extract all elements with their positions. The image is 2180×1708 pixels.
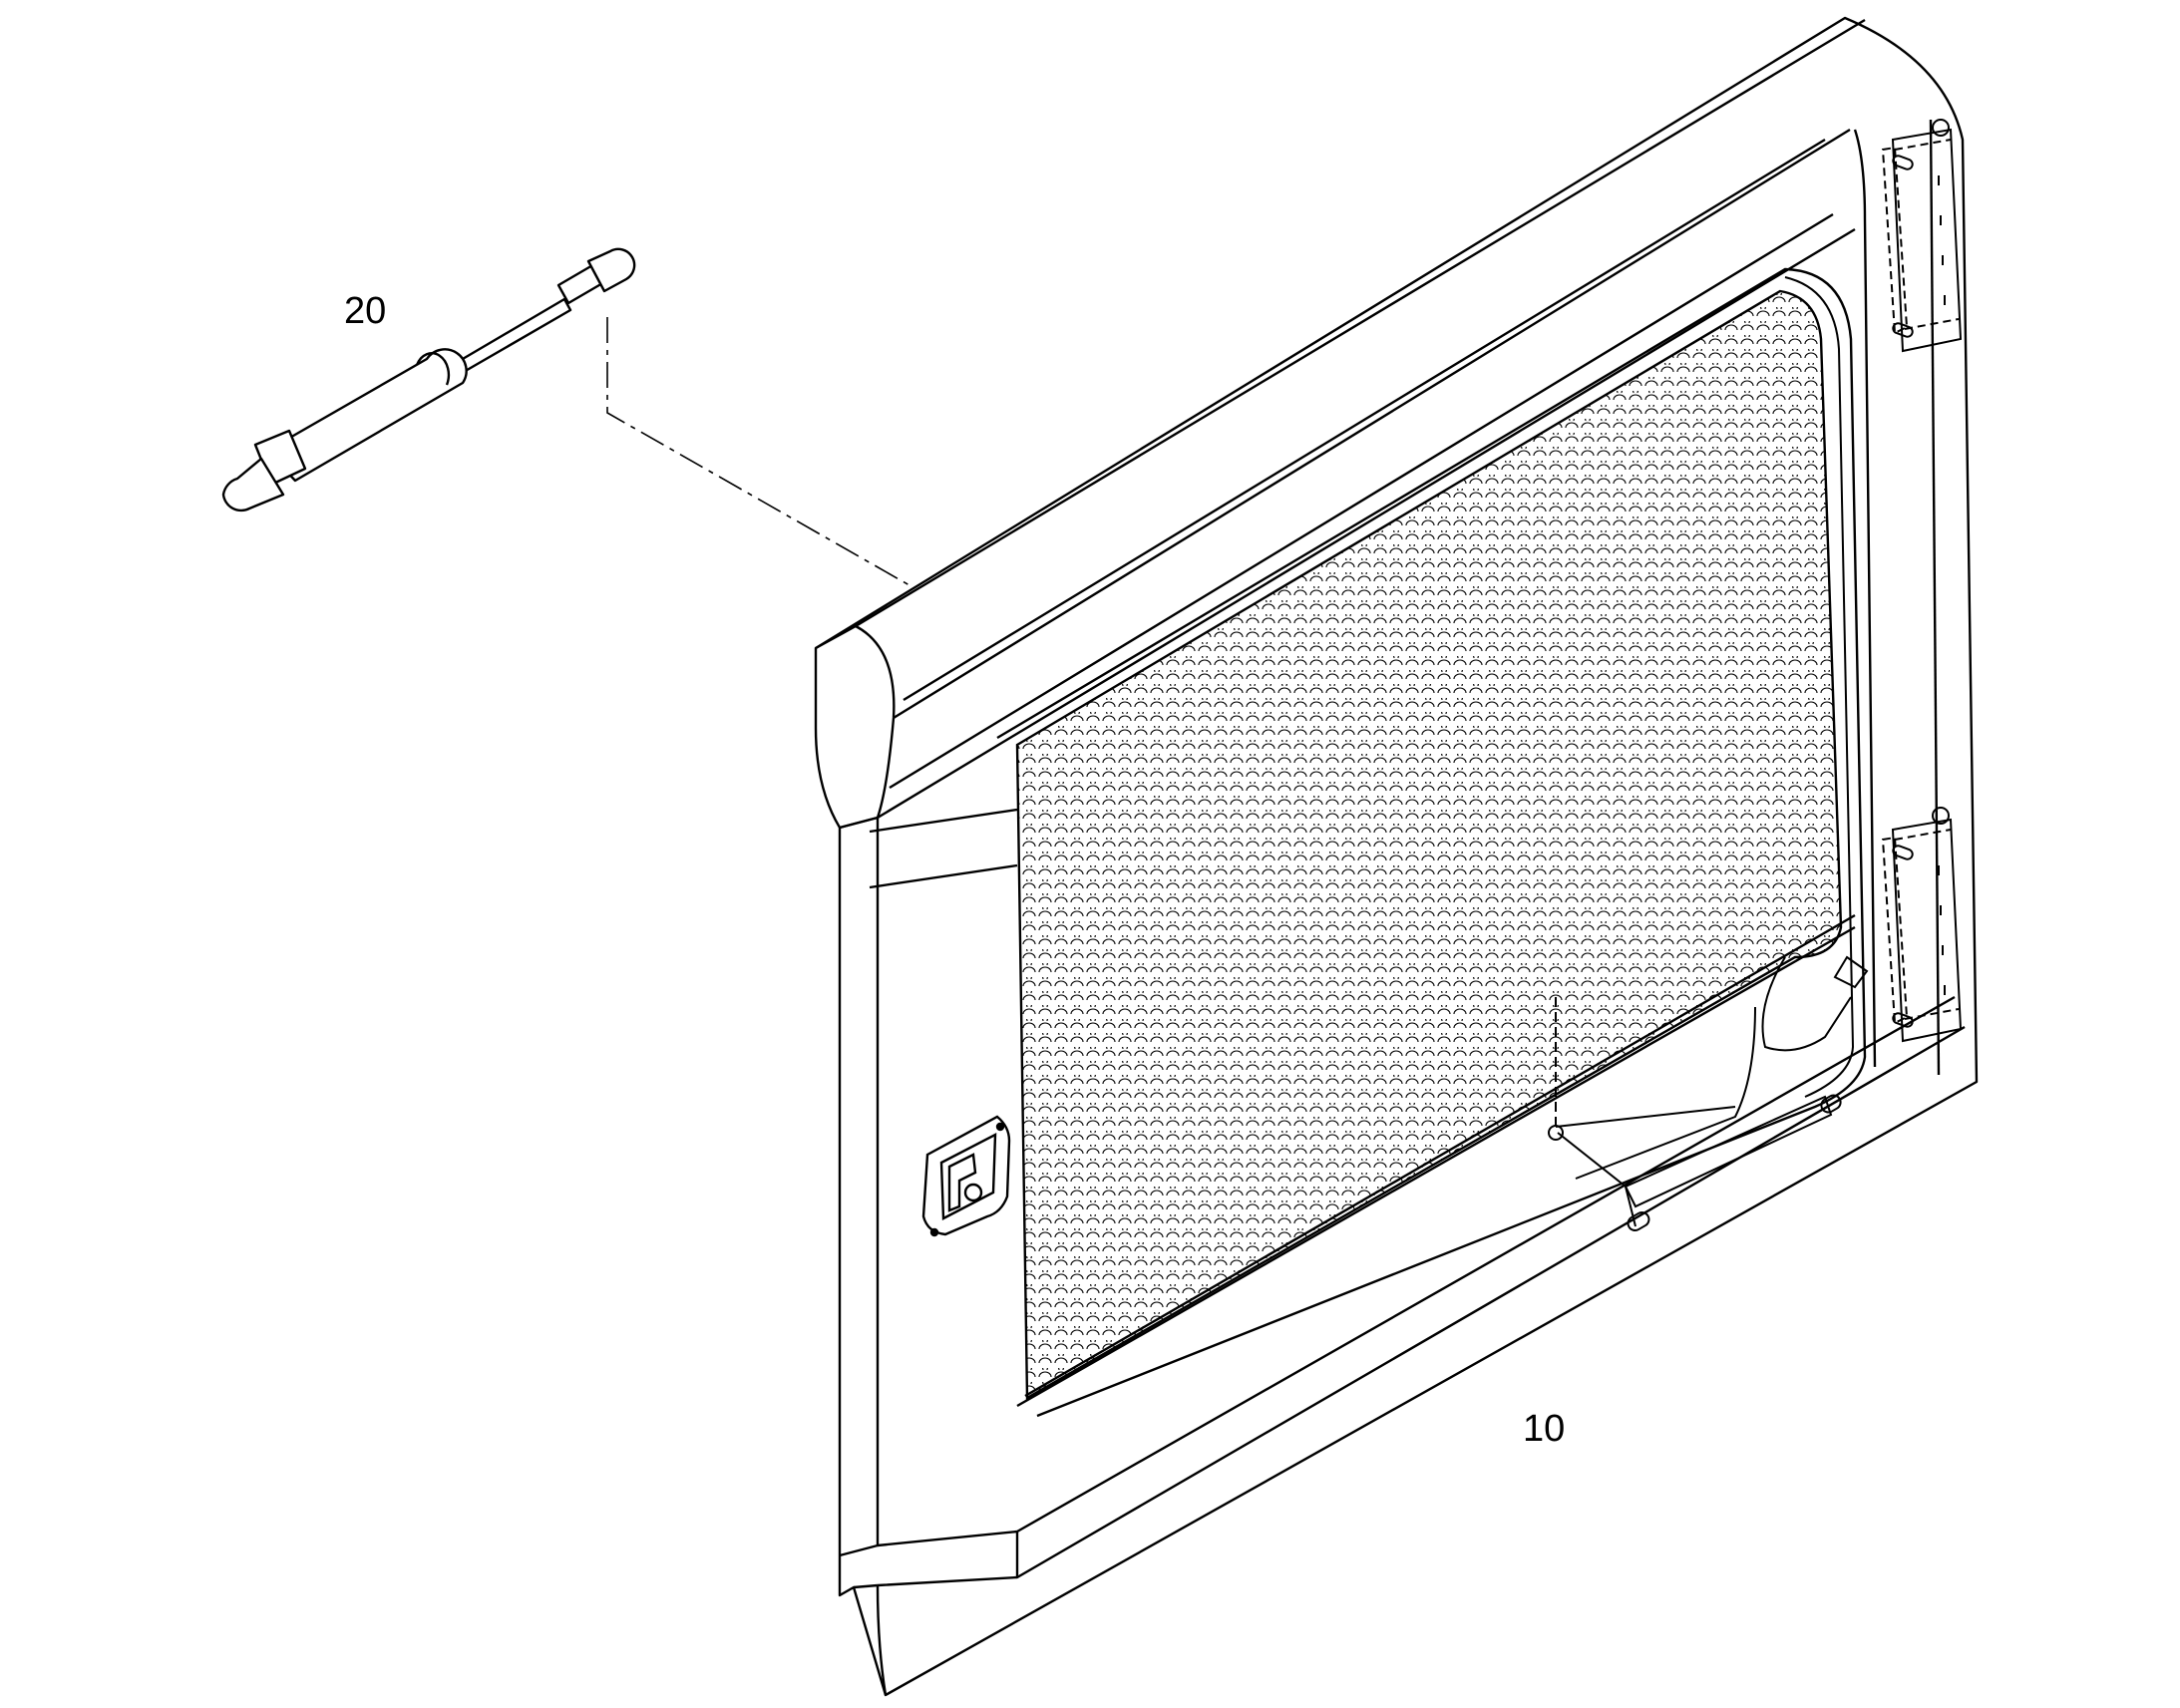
hinge-lower xyxy=(1881,807,1963,1043)
window-frame xyxy=(996,267,1867,1418)
gas-strut xyxy=(221,247,636,512)
strut-rod-cap xyxy=(586,247,636,293)
strut-end-cap xyxy=(221,457,285,512)
strut-rod xyxy=(449,297,572,378)
assembly-leader-line xyxy=(606,317,1198,776)
hinge-upper xyxy=(1881,119,1963,353)
callout-part-10: 10 xyxy=(1523,1408,1566,1450)
lower-latch-area xyxy=(1548,955,1869,1231)
door-latch-handle xyxy=(921,1115,1011,1237)
right-edge xyxy=(1853,129,1877,1068)
perforated-mesh xyxy=(1015,289,1843,1401)
callout-part-20: 20 xyxy=(344,290,387,332)
